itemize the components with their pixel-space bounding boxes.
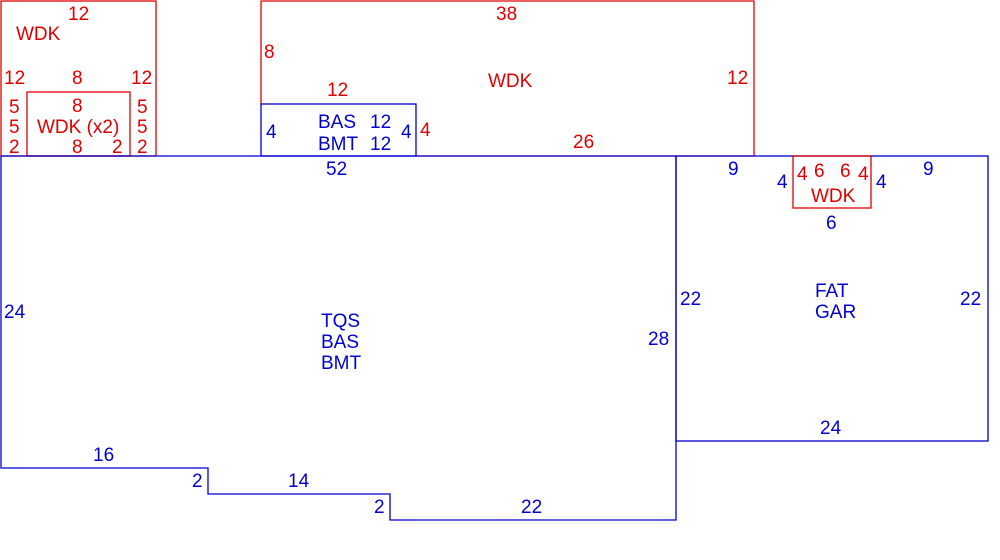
dim-label: 14	[288, 471, 310, 492]
dim-label: 22	[680, 289, 701, 310]
dim-label: 12	[727, 68, 748, 89]
area-label: GAR	[815, 302, 856, 323]
dim-label: 4	[420, 120, 431, 141]
wdk-top-center-labels: WDK 38 8 12 12 4 26	[264, 4, 748, 153]
dim-label: 16	[93, 445, 114, 466]
dim-label: 12	[4, 68, 25, 89]
wdk-small-outline	[792, 155, 872, 209]
dim-label: 2	[137, 137, 148, 158]
main-labels: TQS BAS BMT 24 28 16 2 14 2 22	[4, 302, 669, 518]
dim-label: 12	[370, 134, 391, 155]
area-label: WDK	[811, 186, 856, 207]
dim-label: 22	[521, 497, 542, 518]
dim-label: 4	[777, 172, 788, 193]
dim-label: 2	[192, 471, 203, 492]
dim-label: 5	[137, 117, 148, 138]
area-label: TQS	[321, 311, 360, 332]
area-label: BAS	[318, 112, 356, 133]
dim-label: 2	[9, 137, 20, 158]
dim-label: 8	[72, 137, 83, 158]
dim-label: 8	[264, 42, 275, 63]
dim-label: 6	[840, 161, 851, 182]
dim-label: 12	[370, 112, 391, 133]
dim-label: 5	[137, 97, 148, 118]
dim-label: 8	[72, 68, 83, 89]
dim-label: 4	[797, 164, 808, 185]
dim-label: 5	[9, 117, 20, 138]
dim-label: 2	[112, 137, 123, 158]
dim-label: 4	[876, 172, 887, 193]
dim-label: 52	[326, 159, 347, 180]
dim-label: 26	[573, 132, 594, 153]
dim-label: 24	[820, 418, 842, 439]
wdk-top-left-labels: WDK 12 12 12 8	[4, 4, 152, 89]
sketch-lines	[0, 0, 989, 521]
dim-label: 2	[374, 497, 385, 518]
wdk-small-labels: WDK 6 6 6 4 4 4 4	[777, 161, 887, 234]
dim-label: 12	[68, 4, 89, 25]
dim-label: 4	[266, 122, 277, 143]
dim-label: 4	[858, 164, 869, 185]
dim-label: 28	[648, 329, 669, 350]
area-label: FAT	[815, 281, 849, 302]
dim-label: 38	[496, 4, 517, 25]
dim-label: 12	[131, 68, 152, 89]
area-label: WDK	[488, 71, 533, 92]
dim-label: 5	[9, 97, 20, 118]
bas-small-labels: BAS BMT 4 4 12 12 52	[266, 112, 412, 180]
dim-label: 22	[960, 289, 981, 310]
dim-label: 9	[728, 159, 739, 180]
dim-label: 4	[401, 122, 412, 143]
dim-label: 8	[72, 96, 83, 117]
wdk-inner-labels: WDK (x2) 8 8 5 5 5 5 2 2 2	[9, 96, 148, 158]
dim-label: 6	[814, 161, 825, 182]
garage-labels: FAT GAR 9 9 22 22 24	[680, 159, 981, 439]
area-label: BMT	[321, 353, 362, 374]
dim-label: 6	[826, 213, 837, 234]
dim-label: 24	[4, 302, 26, 323]
dim-label: 12	[327, 80, 348, 101]
area-label: BAS	[321, 332, 359, 353]
area-label: WDK (x2)	[37, 117, 119, 138]
dim-label: 9	[923, 159, 934, 180]
area-label: WDK	[16, 24, 61, 45]
area-label: BMT	[318, 134, 359, 155]
